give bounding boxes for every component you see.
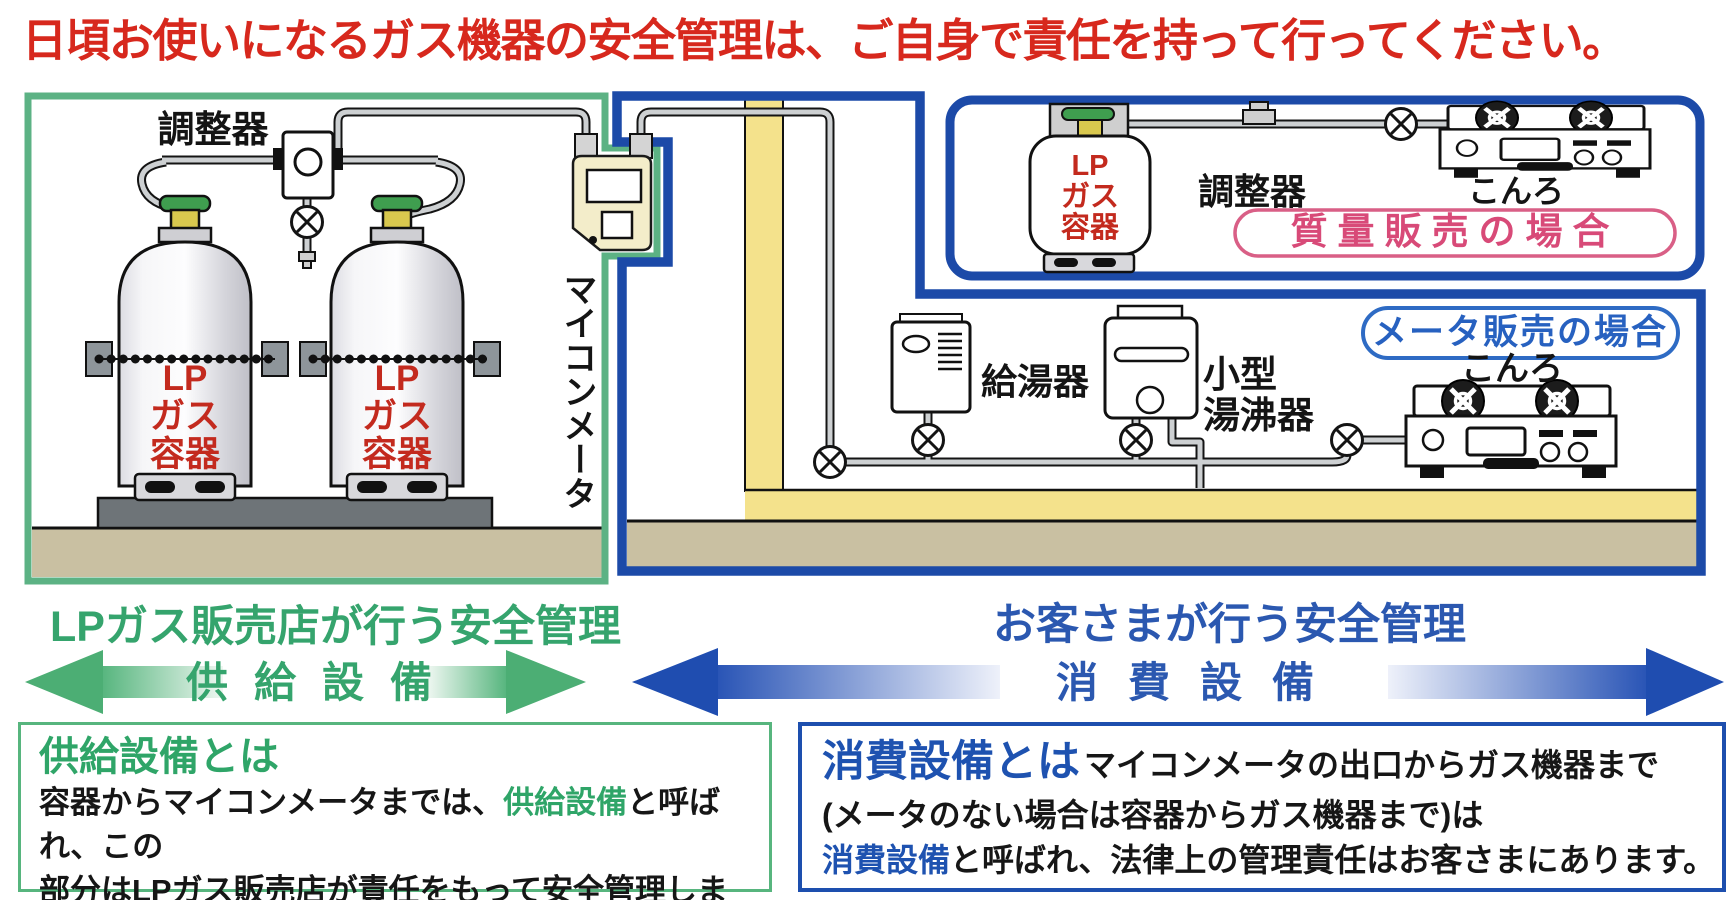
consumption-definition-box: 消費設備とはマイコンメータの出口からガス機器まで (メータのない場合は容器からガ… bbox=[798, 722, 1726, 892]
cylinder-label: LP bbox=[163, 359, 208, 398]
consumption-definition-text-2: (メータのない場合は容器からガス機器まで)は bbox=[822, 797, 1484, 834]
house-floor bbox=[745, 490, 1697, 521]
cylinder-chains bbox=[85, 341, 501, 377]
meter-sale-scene: 給湯器 小型 湯沸器 メータ販売の場合 こんろ bbox=[813, 304, 1680, 479]
valve-icon bbox=[1119, 423, 1153, 457]
gas-stove bbox=[1406, 380, 1616, 478]
svg-text:LP: LP bbox=[1071, 150, 1108, 182]
consumption-arrow: 消費設備 bbox=[632, 648, 1724, 716]
consumption-ground bbox=[627, 521, 1697, 567]
supply-definition-title: 供給設備とは bbox=[39, 735, 279, 779]
consumption-definition-title: 消費設備とは bbox=[822, 738, 1080, 786]
supply-arrow-label: 供給設備 bbox=[186, 659, 458, 706]
supply-arrow: 供給設備 bbox=[25, 650, 586, 714]
svg-text:ガス: ガス bbox=[150, 397, 220, 436]
consumption-arrow-label: 消費設備 bbox=[1056, 659, 1344, 706]
supply-definition-text: 容器からマイコンメータまでは、供給設備と呼ばれ、この bbox=[39, 785, 721, 865]
page-title: 日頃お使いになるガス機器の安全管理は、ご自身で責任を持って行ってください。 bbox=[22, 15, 1627, 66]
house-structure bbox=[627, 98, 1697, 567]
lp-cylinder-small: LP ガス 容器 bbox=[1028, 102, 1152, 274]
gas-stove bbox=[1440, 101, 1650, 177]
consumption-definition-text-3: 消費設備と呼ばれ、法律上の管理責任はお客さまにあります。 bbox=[822, 842, 1716, 879]
supply-definition-text-2: 部分はLPガス販売店が責任をもって安全管理します。 bbox=[39, 873, 729, 900]
meter-sale-badge bbox=[1361, 306, 1680, 360]
svg-text:容器: 容器 bbox=[1061, 210, 1120, 244]
mass-sale-scene: LP ガス 容器 調整器 こんろ 質量販売の場合 bbox=[1028, 101, 1677, 274]
valve-icon bbox=[813, 445, 847, 479]
valve-icon bbox=[1384, 107, 1418, 141]
supply-definition-box: 供給設備とは 容器からマイコンメータまでは、供給設備と呼ばれ、この 部分はLPガ… bbox=[18, 722, 772, 900]
cylinder-platform bbox=[96, 496, 494, 530]
svg-text:LP: LP bbox=[375, 359, 420, 398]
meter-label: マイコンメータ bbox=[558, 272, 596, 510]
water-heater bbox=[890, 313, 972, 414]
lp-cylinder-right: LP ガス 容器 bbox=[329, 194, 465, 502]
svg-text:ガス: ガス bbox=[362, 397, 432, 436]
stove-label: こんろ bbox=[1461, 350, 1563, 388]
regulator bbox=[273, 130, 343, 269]
house-wall bbox=[744, 98, 784, 492]
small-heater-label-1: 小型 bbox=[1203, 354, 1277, 395]
regulator-label: 調整器 bbox=[158, 109, 270, 150]
svg-text:容器: 容器 bbox=[150, 435, 221, 474]
stove-label: こんろ bbox=[1468, 173, 1564, 209]
small-water-heater bbox=[1103, 304, 1199, 420]
svg-text:ガス: ガス bbox=[1061, 180, 1119, 213]
svg-text:容器: 容器 bbox=[362, 435, 433, 474]
supply-caption: LPガス販売店が行う安全管理 bbox=[50, 602, 621, 651]
supply-ground bbox=[32, 496, 603, 577]
consumption-caption: お客さまが行う安全管理 bbox=[993, 600, 1466, 649]
mass-sale-badge bbox=[1233, 208, 1677, 258]
valve-icon bbox=[1330, 423, 1364, 457]
small-regulator bbox=[1242, 101, 1276, 125]
water-heater-label: 給湯器 bbox=[981, 361, 1090, 402]
small-heater-label-2: 湯沸器 bbox=[1203, 395, 1315, 436]
meter-sale-badge-label: メータ販売の場合 bbox=[1372, 313, 1668, 352]
regulator-label: 調整器 bbox=[1198, 171, 1307, 212]
valve-icon bbox=[911, 423, 945, 457]
mass-sale-badge-label: 質量販売の場合 bbox=[1291, 211, 1620, 252]
lp-cylinder-left: LP ガス 容器 bbox=[117, 194, 253, 502]
consumption-definition-text: 消費設備とはマイコンメータの出口からガス機器まで bbox=[822, 738, 1660, 786]
valve-icon bbox=[290, 205, 324, 239]
gas-meter bbox=[571, 133, 653, 252]
supply-section-border bbox=[24, 92, 661, 585]
